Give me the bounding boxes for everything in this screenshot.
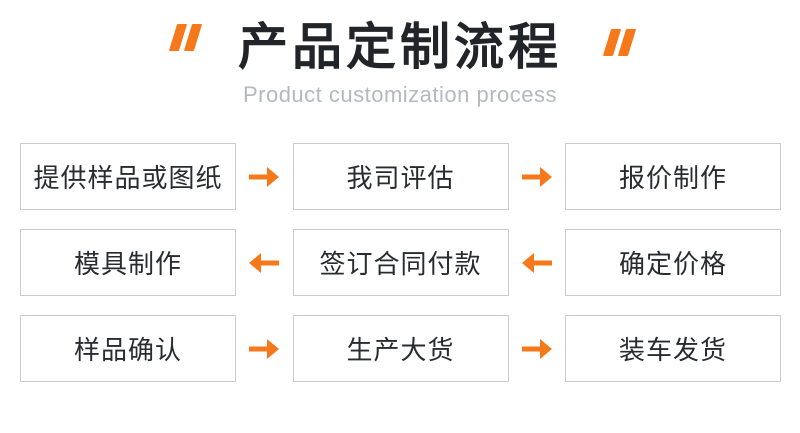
flow-step: 生产大货 [292, 315, 509, 382]
flow-step-label: 装车发货 [618, 335, 727, 365]
flow-step: 模具制作 [20, 229, 236, 296]
close-quote-icon [602, 29, 637, 56]
flow-step-label: 报价制作 [618, 163, 727, 193]
flow-step: 报价制作 [565, 143, 781, 210]
arrow-right-icon [236, 336, 293, 362]
flow-step-label: 模具制作 [73, 249, 182, 279]
flow-step: 提供样品或图纸 [20, 143, 236, 210]
arrow-right-icon [509, 164, 566, 190]
flow-row: 提供样品或图纸 我司评估 报价制作 [20, 143, 781, 210]
arrow-right-icon [236, 164, 293, 190]
flow-step-label: 样品确认 [73, 335, 182, 365]
arrow-left-icon [236, 250, 293, 276]
flow-step-label: 提供样品或图纸 [33, 163, 223, 193]
flow-step-label: 生产大货 [346, 335, 455, 365]
flow-row: 模具制作 签订合同付款 确定价格 [20, 229, 781, 296]
flow-step: 签订合同付款 [292, 229, 509, 296]
arrow-left-icon [509, 250, 566, 276]
flow-step-label: 我司评估 [346, 163, 455, 193]
flow-step-label: 确定价格 [618, 249, 727, 279]
page-title: 产品定制流程 [238, 19, 562, 75]
page-subtitle: Product customization process [242, 82, 558, 107]
arrow-right-icon [509, 336, 566, 362]
flow-row: 样品确认 生产大货 装车发货 [20, 315, 781, 382]
flow-step: 样品确认 [20, 315, 236, 382]
flow-step: 我司评估 [292, 143, 509, 210]
flow-step-label: 签订合同付款 [319, 249, 482, 279]
flow-grid: 提供样品或图纸 我司评估 报价制作 [20, 143, 781, 401]
flow-step: 确定价格 [565, 229, 781, 296]
flow-step: 装车发货 [565, 315, 781, 382]
